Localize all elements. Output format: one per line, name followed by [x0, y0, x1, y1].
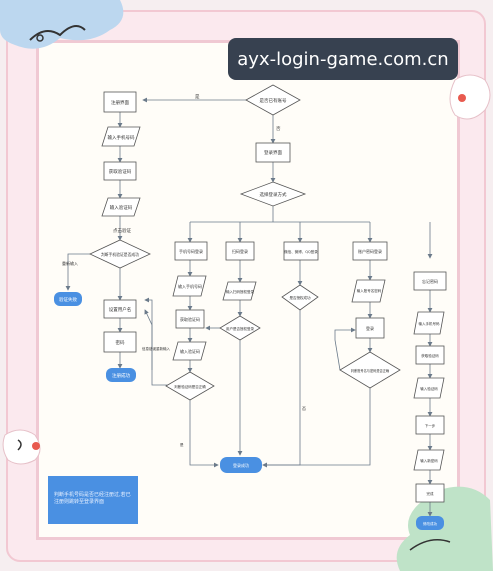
leaf-decoration-bottomright	[396, 486, 493, 571]
phone-judge-label: 判断验证码是否正确	[174, 384, 206, 389]
third-judge-label: 是否授权成功	[290, 295, 311, 300]
domain-banner[interactable]: ayx-login-game.com.cn	[228, 38, 458, 80]
node-enter-code	[101, 197, 141, 217]
cloud-decoration-right	[449, 74, 491, 120]
method-scan	[225, 241, 255, 261]
node-verify-fail	[54, 292, 82, 306]
account-judge-label: 判断账号名与密码是否正确	[351, 368, 389, 373]
phone-enter-code	[172, 341, 207, 361]
forgot-success-label: 修改成功	[423, 521, 437, 526]
method-scan-label: 扫码登录	[232, 248, 248, 254]
note-box: 判断手机号码是否已经注册过,若已注册则跳转至登录界面	[48, 476, 138, 524]
decision-phone-verify-label: 判断手机验证是否成功	[101, 252, 139, 257]
phone-get-code-label: 获取验证码	[180, 316, 200, 322]
node-get-code	[103, 161, 137, 181]
edge-label-no: 否	[276, 126, 281, 132]
scan-judge	[219, 315, 261, 341]
forgot-new-password-label: 输入新密码	[420, 458, 438, 463]
forgot-get-code	[415, 345, 445, 365]
edge-label-wrong: 信息错误重新输入	[142, 346, 170, 351]
note-text: 判断手机号码是否已经注册过,若已注册则跳转至登录界面	[54, 492, 131, 505]
phone-enter-label: 输入手机号码	[178, 283, 202, 289]
method-phone-label: 手机号码登录	[179, 248, 203, 254]
decision-login-method-label: 选择登录方式	[260, 191, 287, 198]
node-enter-code-label: 输入验证码	[110, 204, 133, 211]
forgot-enter-code-label: 输入验证码	[420, 386, 438, 391]
forgot-done-label: 完成	[427, 491, 435, 496]
account-login	[355, 317, 385, 339]
node-login-page-label: 登录界面	[264, 149, 282, 156]
account-judge	[339, 351, 401, 389]
forgot-new-password	[413, 449, 445, 471]
node-verify-fail-label: 验证失败	[59, 296, 77, 303]
cloud-decoration-left	[2, 429, 41, 465]
method-forgot-label: 忘记密码	[422, 278, 438, 284]
method-account-label: 账户密码登录	[358, 248, 382, 254]
decision-has-account	[245, 84, 301, 116]
method-third-party	[283, 241, 319, 261]
node-set-username-label: 设置用户名	[109, 306, 132, 313]
node-password	[103, 331, 137, 353]
node-set-username	[103, 299, 137, 319]
forgot-next-label: 下一步	[425, 423, 436, 428]
account-login-label: 登录	[366, 325, 374, 331]
edge-label-yes-phone: 是	[180, 442, 184, 447]
phone-judge	[165, 371, 215, 401]
account-enter-label: 输入账号名密码	[357, 288, 382, 293]
decision-has-account-label: 是否已有账号	[260, 97, 287, 104]
node-input-phone	[101, 126, 141, 147]
banner-text: ayx-login-game.com.cn	[237, 48, 449, 70]
phone-enter-code-label: 输入验证码	[180, 348, 200, 354]
node-get-code-label: 获取验证码	[109, 168, 132, 175]
node-login-success-label: 登录成功	[233, 462, 249, 468]
phone-enter	[172, 275, 207, 297]
forgot-phone-label: 输入手机号码	[419, 321, 440, 326]
node-login-success	[220, 457, 262, 473]
node-register-done-label: 注册成功	[112, 372, 130, 379]
edge-label-yes: 是	[195, 94, 200, 100]
edge-label-no-third: 否	[302, 406, 306, 411]
method-forgot	[413, 271, 447, 291]
scan-authorize-label: 输入扫码授权登录	[226, 289, 254, 294]
node-password-label: 密码	[116, 339, 125, 346]
node-register-page-label: 注册界面	[111, 99, 129, 106]
decision-login-method	[239, 181, 307, 207]
node-register-page	[103, 91, 137, 113]
forgot-success	[416, 516, 444, 530]
phone-get-code	[175, 309, 205, 329]
decision-phone-verify	[89, 239, 151, 269]
forgot-done	[415, 483, 445, 503]
forgot-next	[415, 415, 445, 435]
edge-label-retry: 重新输入	[62, 260, 78, 266]
third-judge	[281, 284, 319, 311]
method-phone	[174, 241, 208, 261]
node-register-done	[106, 368, 136, 382]
node-input-phone-label: 输入手机号码	[108, 134, 135, 141]
cloud-decoration-topleft	[0, 0, 124, 49]
method-third-party-label: 微信、微博、QQ登录	[284, 249, 318, 254]
node-login-page	[255, 142, 291, 163]
forgot-get-code-label: 获取验证码	[421, 353, 439, 358]
account-enter	[351, 279, 386, 303]
method-account	[352, 241, 388, 261]
forgot-enter-code	[413, 377, 445, 399]
forgot-phone	[413, 311, 445, 335]
scan-judge-label: 用户是否授权登录	[226, 326, 254, 331]
edge-label-check: 点击验证	[113, 227, 131, 234]
scan-authorize	[222, 281, 257, 301]
